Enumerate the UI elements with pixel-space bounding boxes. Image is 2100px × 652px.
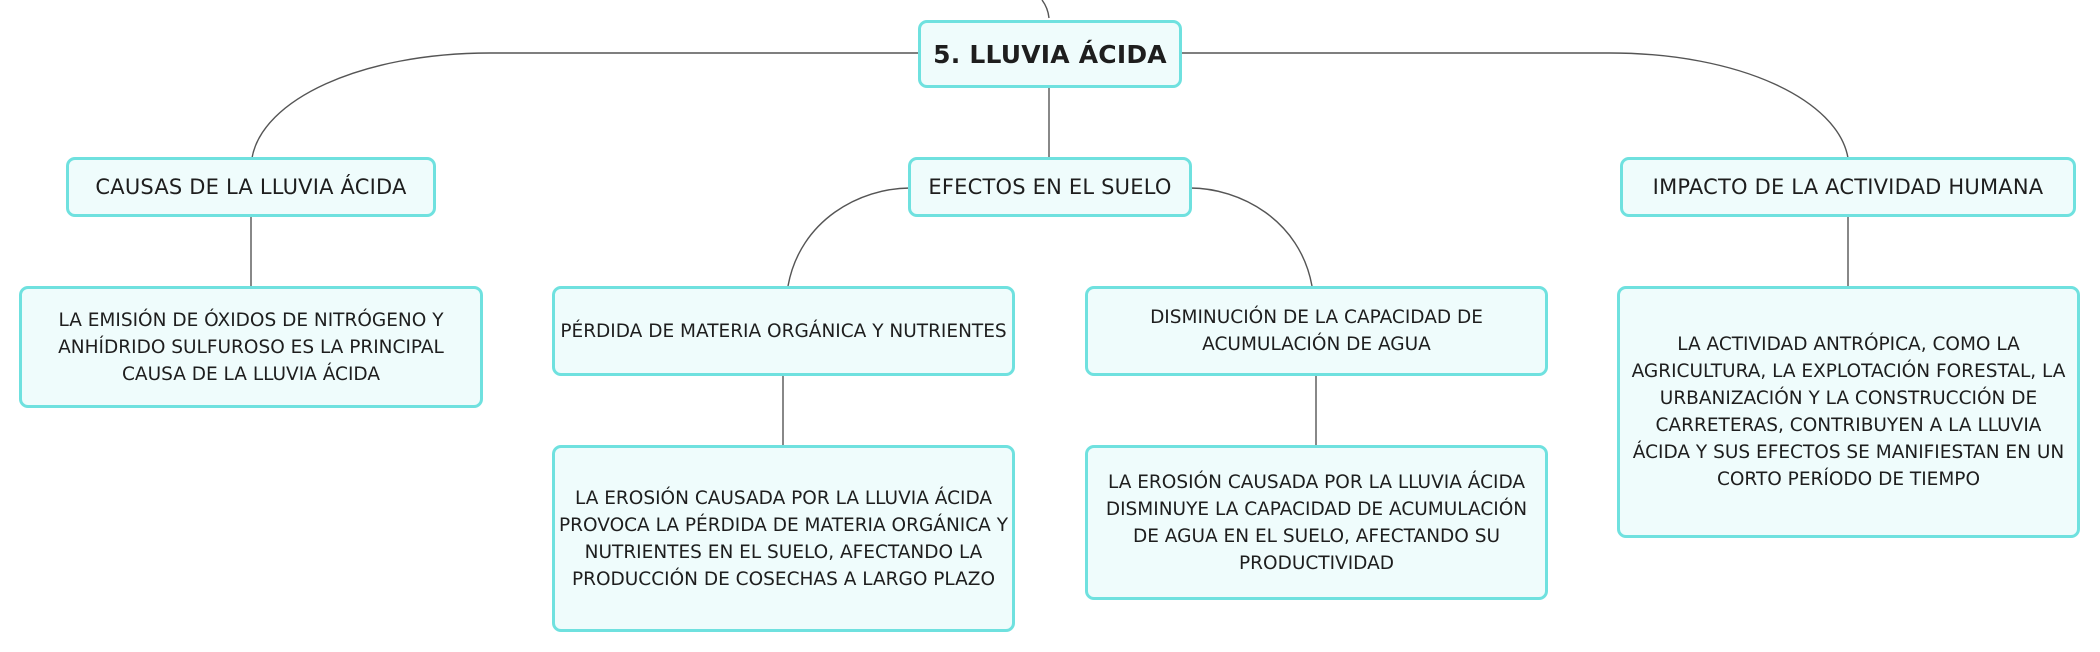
organic-loss-detail-text: LA EROSIÓN CAUSADA POR LA LLUVIA ÁCIDA P… <box>559 487 1009 590</box>
subtopic-water-capacity-label: DISMINUCIÓN DE LA CAPACIDAD DE ACUMULACI… <box>1150 307 1483 355</box>
connector-soil-water <box>1189 187 1313 287</box>
connector-root-parent <box>1041 0 1050 19</box>
topic-causes-label: CAUSAS DE LA LLUVIA ÁCIDA <box>95 175 407 199</box>
connector-root-causes <box>251 52 918 159</box>
causes-detail-text: LA EMISIÓN DE ÓXIDOS DE NITRÓGENO Y ANHÍ… <box>58 309 444 385</box>
human-impact-detail-text: LA ACTIVIDAD ANTRÓPICA, COMO LA AGRICULT… <box>1631 334 2066 490</box>
subtopic-organic-loss-label: PÉRDIDA DE MATERIA ORGÁNICA Y NUTRIENTES <box>560 320 1007 342</box>
topic-causes[interactable]: CAUSAS DE LA LLUVIA ÁCIDA <box>66 157 436 217</box>
subtopic-organic-loss[interactable]: PÉRDIDA DE MATERIA ORGÁNICA Y NUTRIENTES <box>552 286 1015 376</box>
root-topic-label: 5. LLUVIA ÁCIDA <box>933 39 1167 69</box>
connector-soil-organic <box>787 187 911 287</box>
water-capacity-detail[interactable]: LA EROSIÓN CAUSADA POR LA LLUVIA ÁCIDA D… <box>1085 445 1548 600</box>
topic-human-impact[interactable]: IMPACTO DE LA ACTIVIDAD HUMANA <box>1620 157 2076 217</box>
root-topic[interactable]: 5. LLUVIA ÁCIDA <box>918 20 1182 88</box>
subtopic-water-capacity[interactable]: DISMINUCIÓN DE LA CAPACIDAD DE ACUMULACI… <box>1085 286 1548 376</box>
water-capacity-detail-text: LA EROSIÓN CAUSADA POR LA LLUVIA ÁCIDA D… <box>1105 471 1528 574</box>
connector-root-human-impact <box>1182 52 1849 159</box>
human-impact-detail[interactable]: LA ACTIVIDAD ANTRÓPICA, COMO LA AGRICULT… <box>1617 286 2080 538</box>
topic-human-impact-label: IMPACTO DE LA ACTIVIDAD HUMANA <box>1652 175 2044 199</box>
organic-loss-detail[interactable]: LA EROSIÓN CAUSADA POR LA LLUVIA ÁCIDA P… <box>552 445 1015 632</box>
topic-soil-effects-label: EFECTOS EN EL SUELO <box>928 175 1172 199</box>
causes-detail[interactable]: LA EMISIÓN DE ÓXIDOS DE NITRÓGENO Y ANHÍ… <box>19 286 483 408</box>
topic-soil-effects[interactable]: EFECTOS EN EL SUELO <box>908 157 1192 217</box>
